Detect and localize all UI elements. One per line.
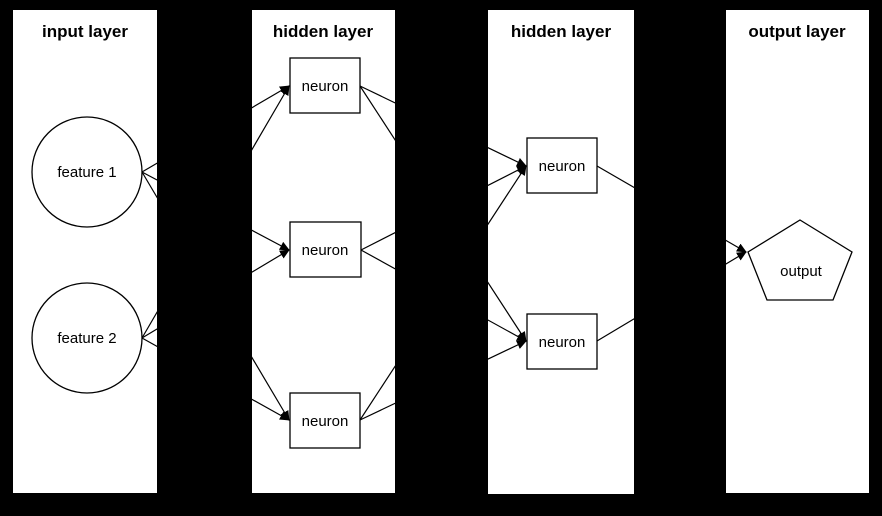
node-h1-neuron-2-label: neuron — [302, 242, 349, 259]
node-h1-neuron-1 — [289, 57, 361, 114]
node-h1-neuron-3-label: neuron — [302, 413, 349, 430]
node-feature-2 — [31, 282, 143, 394]
edge-feature2-h1neuron1 — [141, 85, 290, 339]
edge-feature2-h1neuron2 — [141, 249, 290, 339]
title-output-layer: output layer — [748, 22, 846, 41]
node-h1-neuron-2 — [289, 221, 362, 278]
hidden-layer-2-nodes: neuron neuron — [526, 137, 598, 370]
edge-feature2-h1neuron3 — [141, 337, 290, 421]
node-feature-1 — [31, 116, 143, 228]
layer-titles: input layer hidden layer hidden layer ou… — [42, 22, 846, 41]
edge-feature1-h1neuron3 — [141, 171, 290, 421]
node-feature-1-label: feature 1 — [57, 164, 116, 181]
edges — [141, 85, 747, 421]
node-output — [747, 219, 853, 301]
panel-hidden-layer-2 — [488, 10, 634, 494]
edge-h1neuron3-h2neuron1 — [359, 165, 527, 421]
title-hidden-layer-1: hidden layer — [273, 22, 374, 41]
node-h2-neuron-2-label: neuron — [539, 334, 586, 351]
title-input-layer: input layer — [42, 22, 128, 41]
input-layer-nodes: feature 1 feature 2 — [31, 116, 143, 394]
edge-h1neuron1-h2neuron1 — [359, 85, 527, 167]
title-hidden-layer-2: hidden layer — [511, 22, 612, 41]
edge-h2neuron2-output — [596, 251, 747, 342]
hidden-layer-1-nodes: neuron neuron neuron — [289, 57, 362, 449]
edge-h1neuron2-h2neuron2 — [360, 249, 527, 342]
edge-h1neuron2-h2neuron1 — [360, 165, 527, 251]
node-h1-neuron-3 — [289, 392, 361, 449]
edge-h1neuron3-h2neuron2 — [359, 340, 527, 421]
node-h2-neuron-1 — [526, 137, 598, 194]
node-feature-2-label: feature 2 — [57, 330, 116, 347]
output-layer-nodes: output — [747, 219, 853, 301]
node-h1-neuron-1-label: neuron — [302, 78, 349, 95]
edge-feature1-h1neuron1 — [141, 85, 290, 173]
node-h2-neuron-1-label: neuron — [539, 158, 586, 175]
edge-h2neuron1-output — [596, 165, 747, 253]
panel-input-layer — [13, 10, 157, 493]
node-output-label: output — [780, 263, 823, 280]
node-h2-neuron-2 — [526, 313, 598, 370]
edge-h1neuron1-h2neuron2 — [359, 85, 527, 342]
